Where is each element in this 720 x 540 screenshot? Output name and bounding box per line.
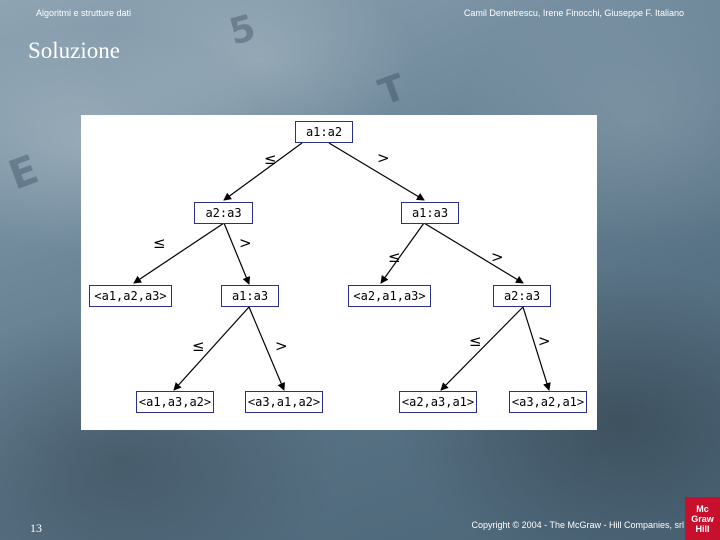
- leaf-a1-a3-a2: <a1,a3,a2>: [136, 391, 214, 413]
- label-le-left: ≤: [153, 234, 166, 252]
- authors: Camil Demetrescu, Irene Finocchi, Giusep…: [463, 8, 684, 18]
- logo-text-mc: Mc: [696, 503, 709, 514]
- leaf-a1-a2-a3: <a1,a2,a3>: [89, 285, 172, 307]
- copyright-notice: Copyright © 2004 - The McGraw - Hill Com…: [471, 520, 684, 530]
- node-root: a1:a2: [295, 121, 353, 143]
- mcgraw-hill-logo: Mc Graw Hill: [685, 497, 720, 540]
- label-gt-right: >: [491, 248, 504, 266]
- edge-left-mid: [223, 222, 251, 285]
- label-le-right: ≤: [388, 248, 401, 266]
- label-gt-left: >: [239, 234, 252, 252]
- course-title: Algoritmi e strutture dati: [36, 8, 132, 18]
- leaf-a2-a1-a3: <a2,a1,a3>: [348, 285, 431, 307]
- leaf-a3-a1-a2: <a3,a1,a2>: [245, 391, 323, 413]
- label-gt-root: >: [377, 149, 390, 167]
- leaf-a3-a2-a1: <a3,a2,a1>: [509, 391, 587, 413]
- edge-mid-leaf132: [173, 306, 250, 391]
- node-right-right: a2:a3: [493, 285, 551, 307]
- edge-root-right: [328, 142, 425, 201]
- slide-title: Soluzione: [28, 38, 120, 63]
- label-le-root: ≤: [264, 150, 277, 168]
- edge-rr-leaf321: [522, 306, 551, 391]
- edge-root-left: [223, 142, 303, 201]
- node-right: a1:a3: [401, 202, 459, 224]
- edge-right-rr: [423, 222, 524, 284]
- label-gt-mid: >: [275, 337, 288, 355]
- label-le-rr: ≤: [469, 332, 482, 350]
- edge-right-leaf213: [380, 222, 425, 284]
- node-mid: a1:a3: [221, 285, 279, 307]
- page-number: 13: [30, 521, 42, 535]
- node-left: a2:a3: [194, 202, 253, 224]
- logo-text-graw: Graw: [691, 513, 714, 524]
- label-le-mid: ≤: [192, 337, 205, 355]
- decision-tree-diagram: a1:a2 a2:a3 a1:a3 <a1,a2,a3> a1:a3 <a2,a…: [81, 115, 597, 430]
- label-gt-rr: >: [538, 332, 551, 350]
- tree-edges: [133, 142, 551, 391]
- logo-text-hill: Hill: [695, 523, 710, 534]
- edge-rr-leaf231: [440, 306, 524, 391]
- edge-left-leaf123: [133, 222, 225, 284]
- edge-mid-leaf312: [248, 306, 285, 391]
- leaf-a2-a3-a1: <a2,a3,a1>: [399, 391, 477, 413]
